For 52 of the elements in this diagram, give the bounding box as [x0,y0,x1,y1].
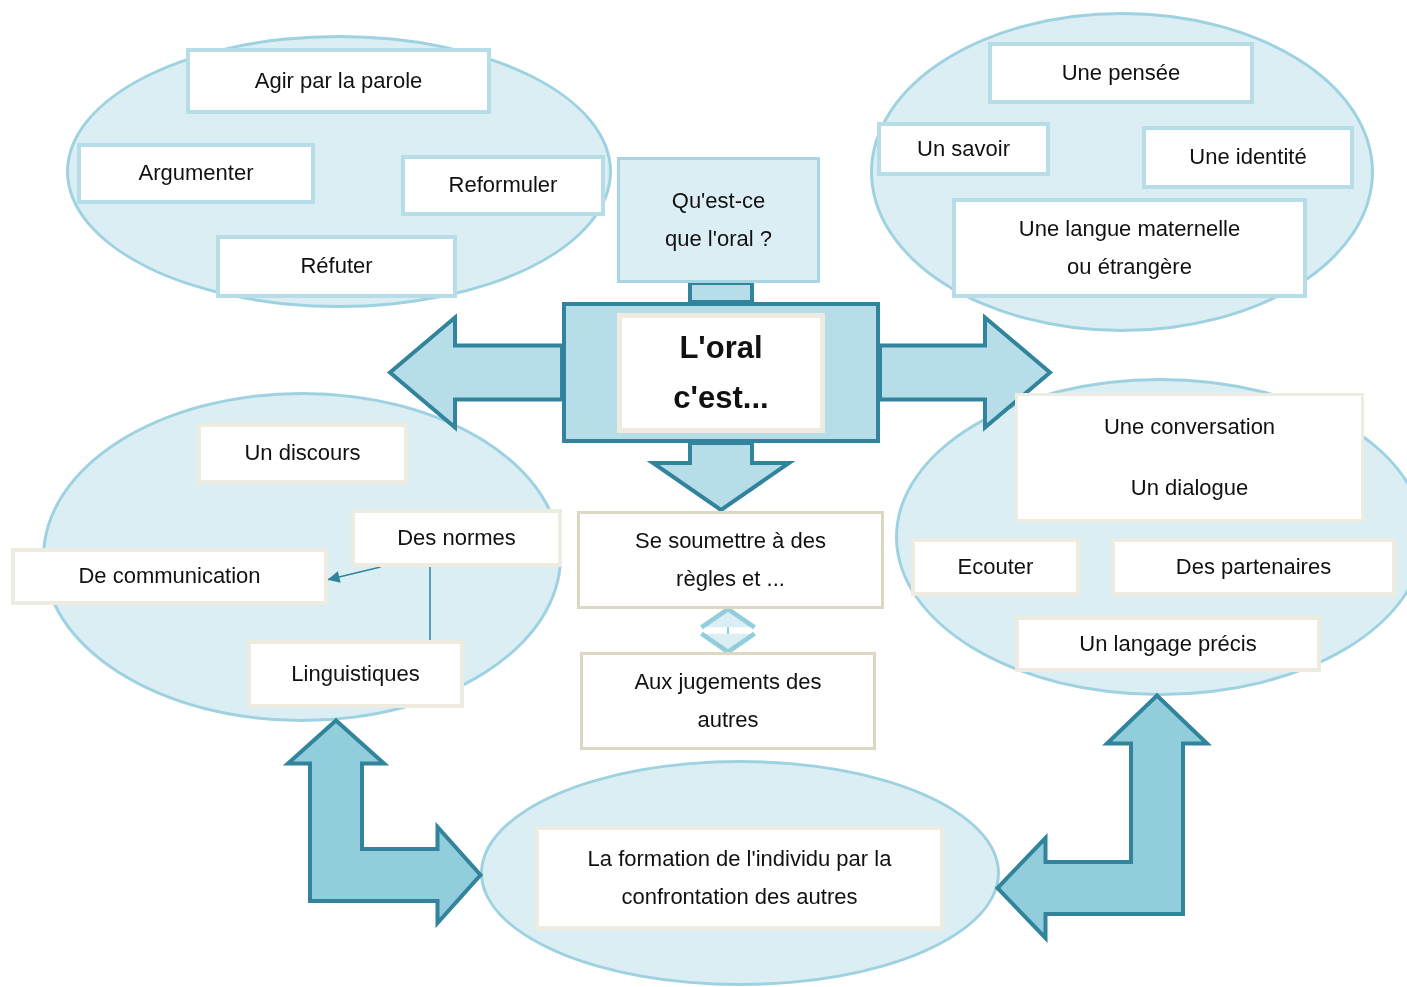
concept-box [911,538,1080,596]
concept-text: La formation de l'individu par la confrontation des autres [586,844,893,911]
concept-box [1015,616,1321,672]
concept-box [247,640,464,708]
concept-box [11,548,328,605]
double-block-arrow [994,692,1212,943]
concept-text: Se soumettre à des règles et ... [634,526,827,593]
concept-box [988,42,1254,104]
concept-box [577,511,884,609]
concept-text: Une conversation [1103,412,1276,441]
double-block-arrow [282,717,484,929]
block-arrow [878,313,1054,432]
concept-box [401,155,605,216]
central-arrow-hub [562,302,880,443]
concept-box [1015,393,1364,522]
concept-text: Un langage précis [1079,629,1257,658]
concept-box [580,652,876,750]
concept-text: Réfuter [300,252,373,281]
block-arrow [386,313,564,432]
concept-text: Un discours [244,439,361,468]
concept-text: Des normes [397,523,516,552]
concept-box [535,826,944,930]
block-arrow [646,441,796,513]
concept-text: De communication [78,562,261,591]
concept-text: Une identité [1189,143,1307,172]
concept-box [952,198,1307,298]
concept-text: Un savoir [917,134,1010,163]
concept-box [77,143,315,204]
concept-box [1111,538,1396,596]
concept-text: Ecouter [957,552,1034,581]
concept-text: Un dialogue [1130,474,1249,502]
concept-text: Linguistiques [291,659,420,688]
concept-box [351,509,562,567]
concept-text: Qu'est-ce que l'oral ? [664,186,773,253]
arrow-stem [688,281,754,304]
concept-text: Une langue maternelle ou étrangère [1017,214,1242,281]
concept-text: Reformuler [448,171,558,200]
concept-box [216,235,457,298]
concept-text: Des partenaires [1175,552,1332,581]
concept-box [186,48,491,114]
concept-box [1142,126,1354,189]
connector-line [429,566,431,641]
concept-text: Une pensée [1061,58,1181,87]
arrow [326,566,382,583]
question-box [617,157,820,283]
concept-text: Argumenter [138,159,254,188]
concept-text: Agir par la parole [254,66,423,95]
concept-box [197,423,408,484]
concept-text: Aux jugements des autres [633,667,823,734]
concept-box [877,122,1050,176]
double-arrow [699,606,757,655]
central-title-box: L'oral c'est... [617,312,825,433]
